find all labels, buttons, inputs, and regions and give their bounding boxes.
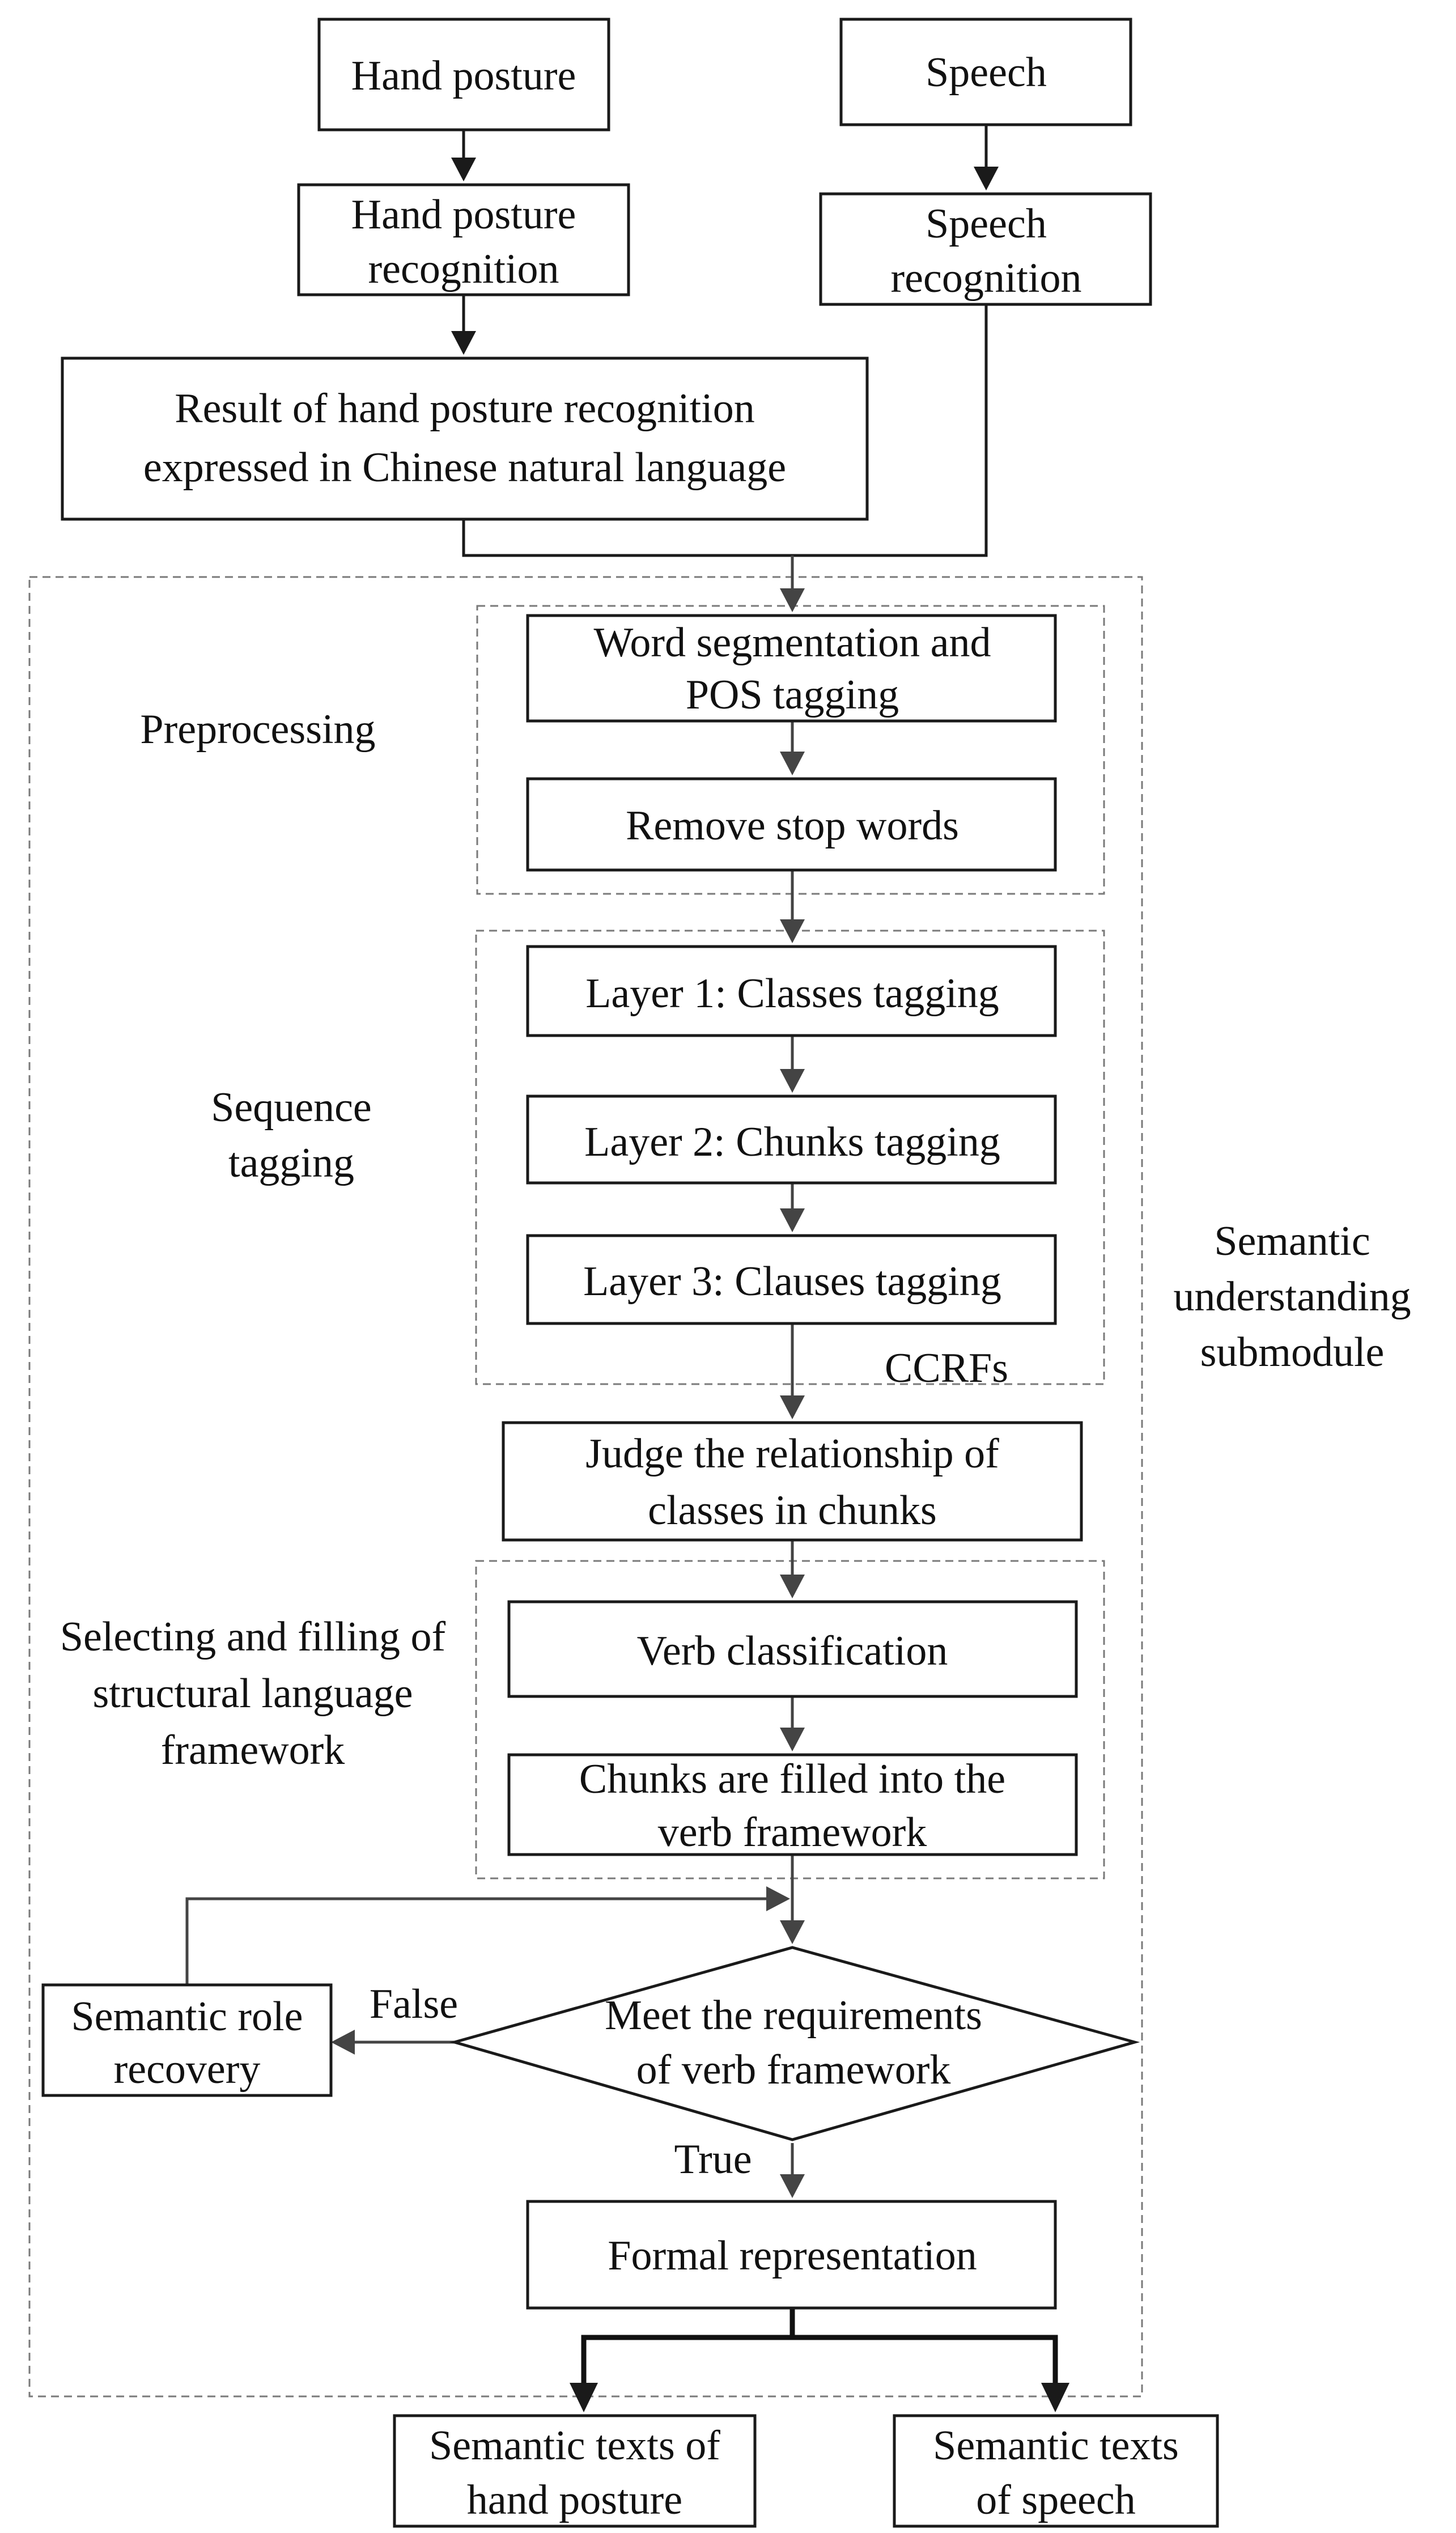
- decision-line-1: Meet the requirements: [605, 1992, 982, 2039]
- word-segmentation-line-1: Word segmentation and: [594, 620, 991, 666]
- output-hand-posture-node: Semantic texts of hand posture: [393, 2414, 757, 2528]
- output-speech-line-1: Semantic texts: [933, 2422, 1179, 2469]
- output-hand-posture-line-1: Semantic texts of: [429, 2422, 720, 2469]
- submodule-line-3: submodule: [1200, 1329, 1385, 1376]
- speech-node: Speech: [839, 18, 1132, 126]
- hand-posture-recognition-node: Hand posture recognition: [297, 183, 630, 296]
- layer-2-node: Layer 2: Chunks tagging: [526, 1094, 1057, 1185]
- hand-posture-recognition-line-1: Hand posture: [351, 192, 576, 238]
- formal-representation-label: Formal representation: [608, 2233, 977, 2279]
- ccrfs-label: CCRFs: [885, 1345, 1008, 1391]
- connectors: [185, 125, 1069, 2412]
- layer-2-label: Layer 2: Chunks tagging: [584, 1119, 1000, 1165]
- judge-relationship-line-2: classes in chunks: [648, 1487, 937, 1534]
- layer-1-label: Layer 1: Classes tagging: [585, 970, 999, 1017]
- remove-stop-words-node: Remove stop words: [526, 777, 1057, 872]
- layer-3-node: Layer 3: Clauses tagging: [526, 1234, 1057, 1325]
- chunks-filled-line-2: verb framework: [658, 1809, 927, 1856]
- semantic-role-recovery-line-1: Semantic role: [71, 1993, 303, 2040]
- speech-recognition-line-1: Speech: [926, 201, 1047, 247]
- chunks-filled-node: Chunks are filled into the verb framewor…: [507, 1753, 1078, 1856]
- hand-posture-label: Hand posture: [351, 53, 576, 99]
- word-segmentation-line-2: POS tagging: [686, 672, 899, 718]
- selecting-filling-line-2: structural language: [92, 1670, 413, 1717]
- selecting-filling-line-3: framework: [161, 1727, 345, 1773]
- decision-line-2: of verb framework: [636, 2047, 951, 2093]
- speech-label: Speech: [926, 49, 1047, 96]
- remove-stop-words-label: Remove stop words: [626, 803, 959, 849]
- decision-node: Meet the requirements of verb framework: [449, 1946, 1140, 2141]
- semantic-role-recovery-node: Semantic role recovery: [41, 1983, 333, 2097]
- preprocessing-label: Preprocessing: [140, 706, 375, 753]
- layer-1-node: Layer 1: Classes tagging: [526, 945, 1057, 1037]
- word-segmentation-node: Word segmentation and POS tagging: [526, 614, 1057, 723]
- true-label: True: [674, 2136, 752, 2183]
- judge-relationship-node: Judge the relationship of classes in chu…: [502, 1421, 1083, 1542]
- sequence-tagging-line-1: Sequence: [211, 1084, 372, 1131]
- chunks-filled-line-1: Chunks are filled into the: [579, 1756, 1005, 1802]
- verb-classification-node: Verb classification: [507, 1600, 1078, 1698]
- sequence-tagging-line-2: tagging: [228, 1140, 354, 1186]
- submodule-line-2: understanding: [1173, 1274, 1411, 1320]
- output-speech-node: Semantic texts of speech: [893, 2414, 1219, 2528]
- speech-recognition-line-2: recognition: [890, 255, 1081, 302]
- result-hand-posture-line-1: Result of hand posture recognition: [175, 385, 754, 432]
- verb-classification-label: Verb classification: [637, 1628, 948, 1674]
- judge-relationship-line-1: Judge the relationship of: [585, 1431, 999, 1477]
- semantic-role-recovery-line-2: recovery: [114, 2046, 261, 2093]
- result-hand-posture-line-2: expressed in Chinese natural language: [143, 444, 786, 491]
- submodule-line-1: Semantic: [1214, 1218, 1370, 1265]
- result-hand-posture-node: Result of hand posture recognition expre…: [61, 357, 869, 521]
- layer-3-label: Layer 3: Clauses tagging: [583, 1258, 1001, 1305]
- selecting-filling-line-1: Selecting and filling of: [60, 1614, 446, 1660]
- selecting-filling-group: [475, 1560, 1105, 1879]
- hand-posture-node: Hand posture: [317, 18, 610, 131]
- formal-representation-node: Formal representation: [526, 2200, 1057, 2310]
- speech-recognition-node: Speech recognition: [819, 192, 1152, 306]
- hand-posture-recognition-line-2: recognition: [368, 246, 559, 292]
- output-speech-line-2: of speech: [976, 2477, 1135, 2523]
- output-hand-posture-line-2: hand posture: [467, 2477, 682, 2523]
- false-label: False: [370, 1981, 458, 2027]
